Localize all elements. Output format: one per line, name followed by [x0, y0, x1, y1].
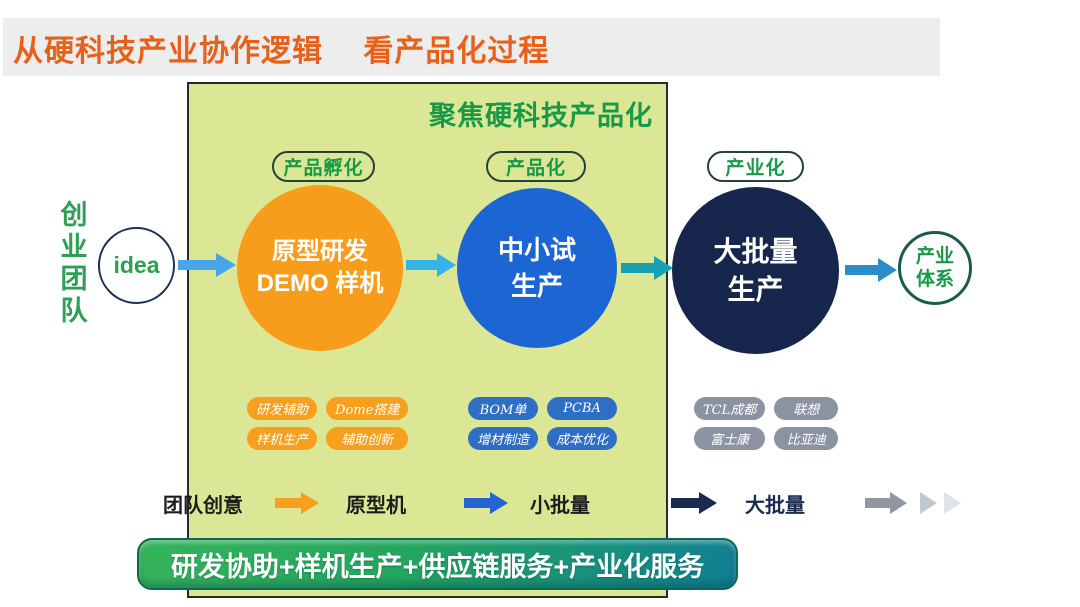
- title-bar: [3, 18, 940, 76]
- tag: PCBA: [547, 397, 618, 420]
- mass-line1: 大批量: [713, 235, 798, 267]
- arrow-mass-to-industry-icon: [845, 258, 897, 282]
- tag: 增材制造: [468, 427, 539, 450]
- flow-arrow-gray-icon: [865, 492, 907, 514]
- tag: 成本优化: [547, 427, 618, 450]
- arrow-idea-to-prototype-icon: [178, 253, 236, 277]
- productization-tags: BOM单 PCBA 增材制造 成本优化: [468, 397, 618, 450]
- mass-line2: 生产: [727, 273, 784, 305]
- flow-step-team-idea: 团队创意: [163, 495, 243, 517]
- tag: Dome搭建: [326, 397, 409, 420]
- idea-label: idea: [113, 252, 160, 278]
- prototype-circle: 原型研发 DEMO 样机: [237, 185, 403, 351]
- flow-arrow-navy-icon: [671, 492, 717, 514]
- flow-step-prototype: 原型机: [346, 495, 406, 517]
- pilot-line2: 生产: [510, 271, 563, 301]
- pilot-line1: 中小试: [497, 235, 576, 265]
- tag: 富士康: [694, 427, 766, 450]
- incubation-tags: 研发辅助 Dome搭建 样机生产 辅助创新: [247, 397, 409, 450]
- flow-arrow-orange-icon: [275, 492, 319, 514]
- arrow-pilot-to-mass-icon: [621, 256, 673, 280]
- tag: 辅助创新: [326, 427, 409, 450]
- tag: TCL成都: [694, 397, 766, 420]
- mass-production-circle: 大批量 生产: [672, 187, 839, 354]
- flow-step-small-batch: 小批量: [530, 495, 590, 517]
- focus-panel: [187, 82, 668, 598]
- arrow-prototype-to-pilot-icon: [406, 253, 456, 277]
- tag: 比亚迪: [774, 427, 839, 450]
- tag: BOM单: [468, 397, 539, 420]
- tag: 研发辅助: [247, 397, 318, 420]
- stage-pill-productization: 产品化: [486, 151, 586, 182]
- prototype-line1: 原型研发: [272, 238, 368, 265]
- startup-team-label: 创业团队: [60, 200, 88, 326]
- stage-pill-incubation: 产品孵化: [272, 151, 375, 182]
- page-title: 从硬科技产业协作逻辑 看产品化过程: [13, 35, 550, 68]
- industry-system-line1: 产业: [915, 246, 954, 267]
- panel-heading: 聚焦硬科技产品化: [429, 101, 653, 131]
- industry-system-circle: 产业 体系: [898, 231, 972, 305]
- fade-chevron-icon: [944, 492, 961, 514]
- services-banner: 研发协助+样机生产+供应链服务+产业化服务: [137, 538, 738, 590]
- industrialization-tags: TCL成都 联想 富士康 比亚迪: [694, 397, 839, 450]
- services-banner-text: 研发协助+样机生产+供应链服务+产业化服务: [170, 551, 705, 582]
- industry-system-line2: 体系: [915, 269, 954, 290]
- tag: 联想: [774, 397, 839, 420]
- tag: 样机生产: [247, 427, 318, 450]
- pilot-production-circle: 中小试 生产: [457, 188, 617, 348]
- flow-step-mass-batch: 大批量: [745, 495, 805, 517]
- stage-pill-industrialization: 产业化: [707, 151, 804, 182]
- prototype-line2: DEMO 样机: [256, 270, 384, 297]
- flow-arrow-blue-icon: [464, 492, 508, 514]
- idea-circle: idea: [98, 227, 175, 304]
- fade-chevron-icon: [920, 492, 937, 514]
